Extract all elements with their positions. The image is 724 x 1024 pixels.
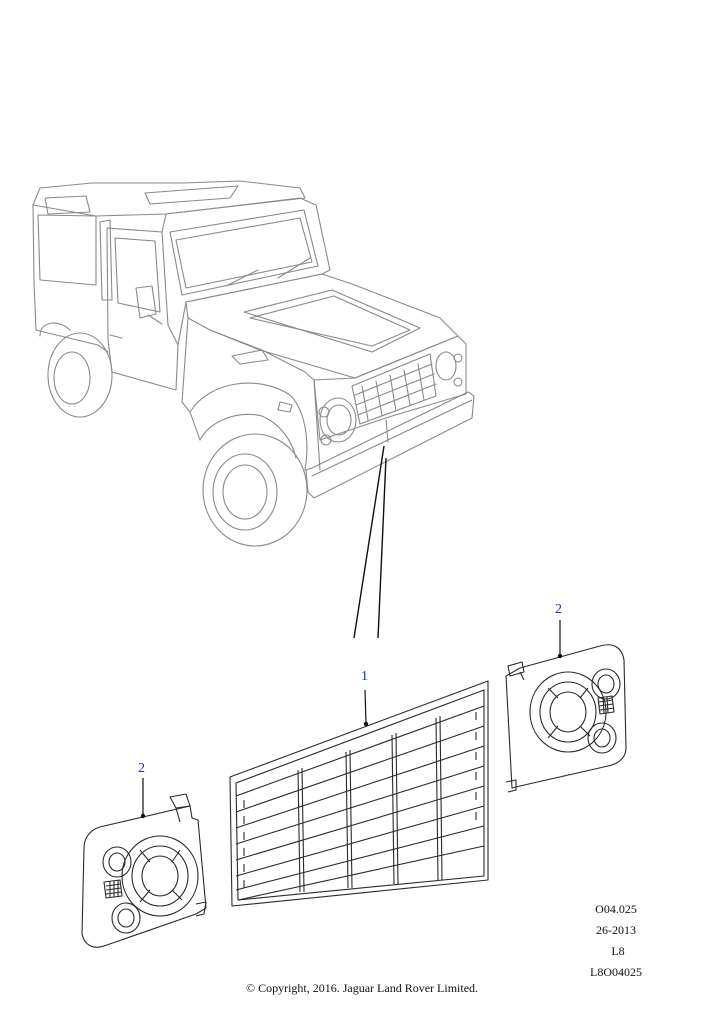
headlamp-surround-left (82, 794, 206, 947)
headlamp-right-leader-dot (557, 653, 563, 659)
diagram-reference: L8O04025 (590, 965, 642, 979)
callout-grille: 1 (361, 669, 368, 684)
vehicle-illustration (33, 181, 474, 546)
diagram-model-code: L8 (611, 944, 625, 958)
headlamp-surround-right (506, 645, 626, 792)
headlamp-left-leader-dot (140, 813, 146, 819)
grille-part (230, 681, 488, 906)
diagram-date-code: 26-2013 (596, 923, 636, 937)
callout-headlamp-right: 2 (555, 602, 562, 617)
copyright-notice: © Copyright, 2016. Jaguar Land Rover Lim… (245, 981, 479, 995)
vehicle-leader-lines (354, 446, 386, 638)
diagram-code: O04.025 (595, 902, 637, 916)
grille-leader (365, 690, 366, 724)
callout-headlamp-left: 2 (138, 761, 145, 776)
grille-leader-dot (363, 721, 369, 727)
